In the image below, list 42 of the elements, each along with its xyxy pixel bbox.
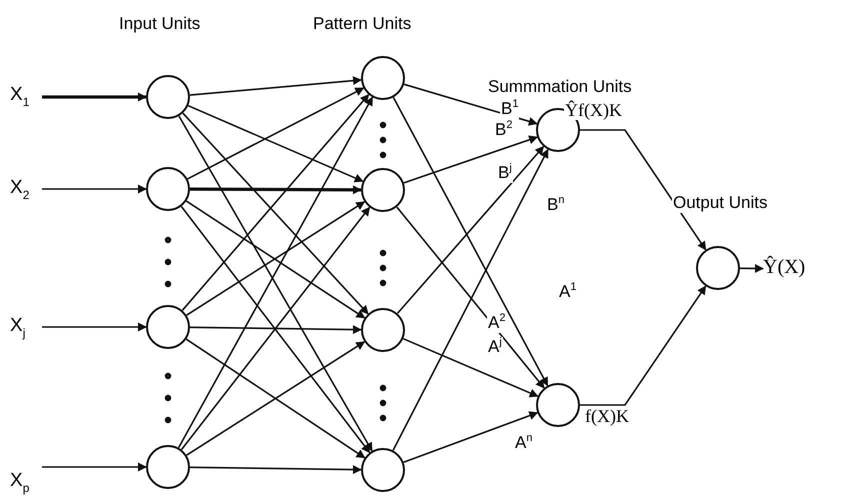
arrow <box>42 322 147 332</box>
arrow <box>392 97 548 386</box>
neuron-circle <box>361 448 405 492</box>
arrow <box>190 76 362 96</box>
neuron-circle <box>146 305 190 349</box>
neuron-circle <box>361 168 405 212</box>
arrow <box>42 462 147 472</box>
neuron-circle <box>696 246 740 290</box>
input-variable: X$_{1}$ <box>10 84 30 113</box>
arrow <box>190 465 362 474</box>
neuron-circle <box>146 167 190 211</box>
input-variable: X$_{j}$ <box>10 315 26 344</box>
weight-label: A$^{2}$ <box>487 313 506 333</box>
arrow <box>580 285 706 406</box>
neuron-circle <box>361 308 405 352</box>
arrow <box>190 325 362 334</box>
arrow <box>404 84 538 126</box>
arrow <box>42 92 147 102</box>
arrow <box>42 184 147 194</box>
arrow <box>187 87 364 180</box>
arrow <box>190 185 362 194</box>
arrow <box>188 104 364 182</box>
arrow <box>396 206 545 389</box>
edge-label: Ŷf(X)K <box>564 100 623 120</box>
neuron-circle <box>536 383 580 427</box>
arrow <box>402 338 539 398</box>
edge-label: f(X)K <box>584 406 630 426</box>
arrow <box>396 146 544 314</box>
output-formula: Ŷ(X) <box>763 256 806 278</box>
input-variable: X$_{2}$ <box>10 177 30 206</box>
layer-title: Output Units <box>672 193 768 213</box>
arrow <box>404 135 538 184</box>
arrow <box>392 148 549 451</box>
neuron-circle <box>361 56 405 100</box>
input-variable: X$_{p}$ <box>10 470 30 499</box>
neuron-circle <box>146 445 190 489</box>
arrow <box>740 264 764 273</box>
neuron-circle <box>146 75 190 119</box>
layer-title: Input Units <box>118 14 202 34</box>
weight-label: B$^{j}$ <box>497 163 513 183</box>
arrow <box>580 129 706 251</box>
weight-label: B$^{1}$ <box>500 99 520 119</box>
